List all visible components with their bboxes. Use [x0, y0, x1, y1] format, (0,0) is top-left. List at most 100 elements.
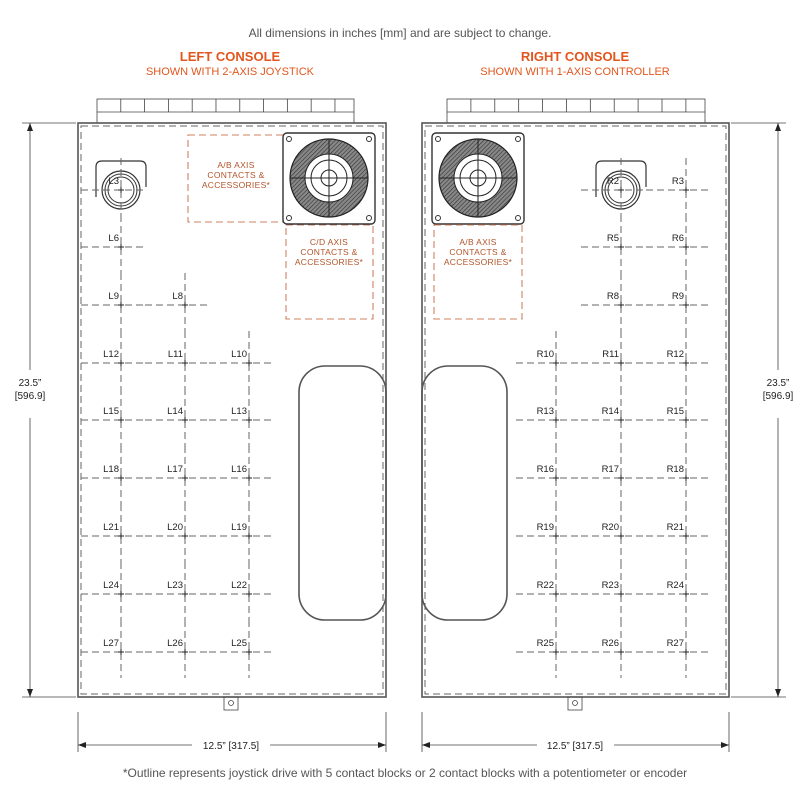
position-label: L23	[167, 580, 183, 591]
position-label: R9	[672, 291, 684, 302]
position-label: L25	[231, 638, 247, 649]
position-label: L15	[103, 406, 119, 417]
position-label: L11	[168, 349, 183, 360]
position-marker-l10: L10	[209, 331, 275, 389]
position-marker-l25: L25	[209, 620, 275, 678]
position-marker-l24: L24	[81, 562, 147, 620]
footer-note: *Outline represents joystick drive with …	[123, 766, 687, 780]
position-label: R10	[537, 349, 554, 360]
right-ab-line2: CONTACTS &	[449, 247, 506, 257]
right-width-dimension: 12.5” [317.5]	[421, 712, 730, 752]
left-height-mm: [596.9]	[15, 391, 46, 402]
right-ab-line3: ACCESSORIES*	[444, 257, 513, 267]
left-mount-tab	[223, 696, 239, 711]
position-marker-r19: R19	[516, 504, 582, 562]
position-label: L8	[172, 291, 183, 302]
joystick-2-axis-icon	[282, 132, 376, 225]
position-marker-r13: R13	[516, 388, 582, 446]
position-label: L16	[231, 464, 247, 475]
left-width-label: 12.5” [317.5]	[203, 741, 259, 752]
position-label: L21	[103, 522, 119, 533]
left-terminal-strip	[96, 98, 355, 124]
right-ab-axis-box	[433, 224, 523, 320]
position-label: R13	[537, 406, 554, 417]
position-marker-r3: R3	[646, 158, 712, 216]
position-label: L19	[231, 522, 247, 533]
position-marker-l15: L15	[81, 388, 147, 446]
position-marker-r9: R9	[646, 273, 712, 331]
left-width-dimension: 12.5” [317.5]	[77, 712, 387, 752]
position-marker-l12: L12	[81, 331, 147, 389]
position-marker-l26: L26	[145, 620, 211, 678]
position-marker-r26: R26	[581, 620, 647, 678]
position-label: L18	[103, 464, 119, 475]
left-cd-line1: C/D AXIS	[310, 237, 348, 247]
left-ab-line3: ACCESSORIES*	[202, 180, 271, 190]
position-marker-r11: R11	[581, 331, 647, 389]
position-label: R16	[537, 464, 554, 475]
right-height-dimension: 23.5” [596.9]	[731, 122, 794, 698]
left-handle-cutout	[298, 365, 387, 621]
position-marker-r25: R25	[516, 620, 582, 678]
position-marker-r17: R17	[581, 446, 647, 504]
left-height-dimension: 23.5” [596.9]	[15, 122, 76, 698]
position-label: R18	[667, 464, 684, 475]
position-label: L3	[108, 176, 119, 187]
position-label: R26	[602, 638, 619, 649]
position-label: R5	[607, 233, 619, 244]
position-marker-r22: R22	[516, 562, 582, 620]
position-label: L13	[231, 406, 247, 417]
position-label: L27	[103, 638, 119, 649]
position-marker-r5: R5	[581, 215, 647, 273]
position-marker-r20: R20	[581, 504, 647, 562]
position-label: R23	[602, 580, 619, 591]
position-marker-l3: L3	[81, 158, 147, 216]
position-label: L6	[108, 233, 119, 244]
position-marker-r2: R2	[581, 158, 647, 216]
position-label: L12	[103, 349, 119, 360]
header-note: All dimensions in inches [mm] and are su…	[249, 26, 552, 40]
position-marker-r27: R27	[646, 620, 712, 678]
right-height-label: 23.5”	[767, 378, 790, 389]
position-marker-l22: L22	[209, 562, 275, 620]
left-cd-line3: ACCESSORIES*	[295, 257, 364, 267]
position-marker-l23: L23	[145, 562, 211, 620]
position-marker-l20: L20	[145, 504, 211, 562]
left-cd-line2: CONTACTS &	[300, 247, 357, 257]
controller-1-axis-icon	[431, 132, 525, 225]
position-label: R3	[672, 176, 684, 187]
position-marker-r24: R24	[646, 562, 712, 620]
position-label: L26	[167, 638, 183, 649]
position-label: R21	[667, 522, 684, 533]
position-label: R2	[607, 176, 619, 187]
position-label: L20	[167, 522, 183, 533]
position-marker-l27: L27	[81, 620, 147, 678]
position-label: L10	[231, 349, 247, 360]
position-label: R22	[537, 580, 554, 591]
position-label: R14	[602, 406, 619, 417]
position-marker-r10: R10	[516, 331, 582, 389]
position-marker-l16: L16	[209, 446, 275, 504]
position-label: R8	[607, 291, 619, 302]
left-console-title: LEFT CONSOLE	[180, 49, 281, 64]
position-label: R20	[602, 522, 619, 533]
left-height-label: 23.5”	[19, 378, 42, 389]
position-label: R12	[667, 349, 684, 360]
left-ab-line1: A/B AXIS	[217, 160, 254, 170]
position-marker-l18: L18	[81, 446, 147, 504]
position-marker-l11: L11	[145, 331, 211, 389]
right-handle-cutout	[421, 365, 508, 621]
position-label: R27	[667, 638, 684, 649]
position-marker-l9: L9	[81, 273, 147, 331]
position-marker-l14: L14	[145, 388, 211, 446]
position-label: R15	[667, 406, 684, 417]
position-marker-l19: L19	[209, 504, 275, 562]
position-marker-r15: R15	[646, 388, 712, 446]
right-console-subtitle: SHOWN WITH 1-AXIS CONTROLLER	[480, 66, 670, 78]
position-label: L17	[167, 464, 183, 475]
right-mount-tab	[567, 696, 583, 711]
